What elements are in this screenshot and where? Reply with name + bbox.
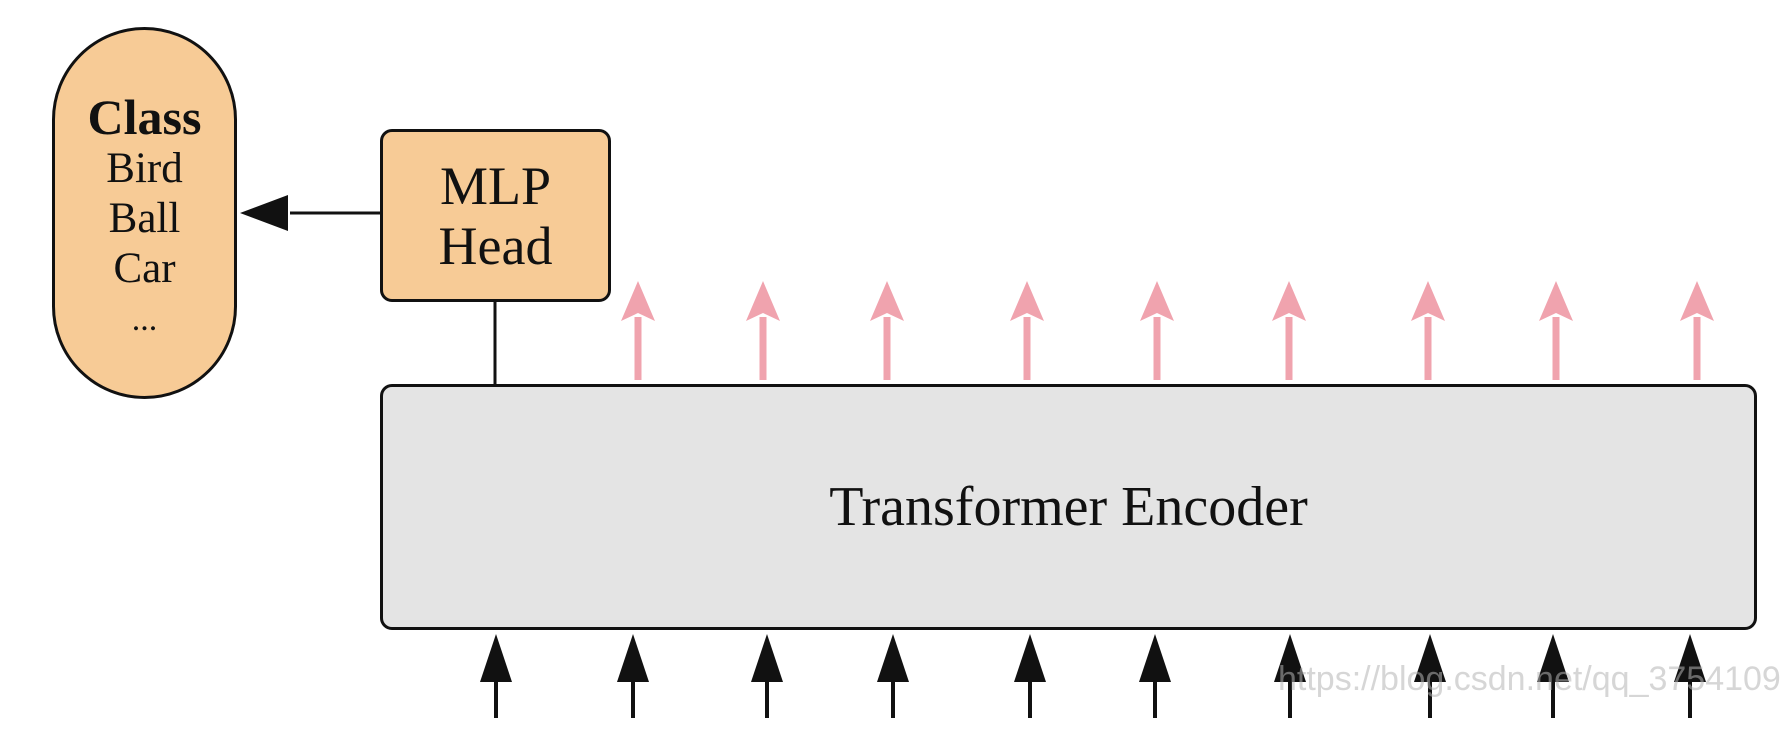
input-arrow-3 — [751, 634, 783, 718]
input-arrow-3-head — [751, 634, 783, 682]
input-arrow-7 — [1274, 634, 1306, 718]
output-arrow-6-head — [1272, 281, 1306, 321]
input-arrows — [480, 634, 1706, 718]
transformer-encoder-node: Transformer Encoder — [380, 384, 1757, 630]
output-arrow-4 — [1010, 281, 1044, 380]
input-arrow-5-head — [1014, 634, 1046, 682]
input-arrow-10-head — [1674, 634, 1706, 682]
output-arrow-8 — [1539, 281, 1573, 380]
output-arrow-7 — [1411, 281, 1445, 380]
watermark-text: https://blog.csdn.net/qq_3754109 — [1278, 660, 1781, 698]
output-arrows — [621, 281, 1714, 380]
output-arrow-4-head — [1010, 281, 1044, 321]
input-arrow-2 — [617, 634, 649, 718]
output-arrow-1 — [621, 281, 655, 380]
input-arrow-2-head — [617, 634, 649, 682]
output-arrow-2-head — [746, 281, 780, 321]
input-arrow-1 — [480, 634, 512, 718]
output-arrow-5-head — [1140, 281, 1174, 321]
output-arrow-3-head — [870, 281, 904, 321]
input-arrow-7-head — [1274, 634, 1306, 682]
output-arrow-1-head — [621, 281, 655, 321]
input-arrow-8-head — [1414, 634, 1446, 682]
mlp-head-line1: MLP — [439, 155, 552, 216]
input-arrow-6 — [1139, 634, 1171, 718]
output-arrow-3 — [870, 281, 904, 380]
class-item-car: Car — [113, 245, 176, 292]
input-arrow-1-head — [480, 634, 512, 682]
class-output-node: Class Bird Ball Car ... — [52, 27, 237, 399]
class-item-bird: Bird — [106, 145, 183, 192]
transformer-encoder-label: Transformer Encoder — [829, 476, 1308, 538]
mlp-head-node: MLP Head — [380, 129, 611, 302]
mlp-to-class-arrowhead — [240, 195, 288, 231]
output-arrow-8-head — [1539, 281, 1573, 321]
class-item-ball: Ball — [108, 195, 181, 242]
class-title: Class — [87, 89, 202, 145]
input-arrow-4 — [877, 634, 909, 718]
input-arrow-9-head — [1537, 634, 1569, 682]
output-arrow-9 — [1680, 281, 1714, 380]
input-arrow-4-head — [877, 634, 909, 682]
output-arrow-5 — [1140, 281, 1174, 380]
input-arrow-9 — [1537, 634, 1569, 718]
input-arrow-8 — [1414, 634, 1446, 718]
output-arrow-9-head — [1680, 281, 1714, 321]
input-arrow-6-head — [1139, 634, 1171, 682]
class-ellipsis: ... — [131, 301, 158, 338]
output-arrow-7-head — [1411, 281, 1445, 321]
output-arrow-2 — [746, 281, 780, 380]
output-arrow-6 — [1272, 281, 1306, 380]
input-arrow-10 — [1674, 634, 1706, 718]
input-arrow-5 — [1014, 634, 1046, 718]
mlp-head-line2: Head — [438, 215, 553, 276]
